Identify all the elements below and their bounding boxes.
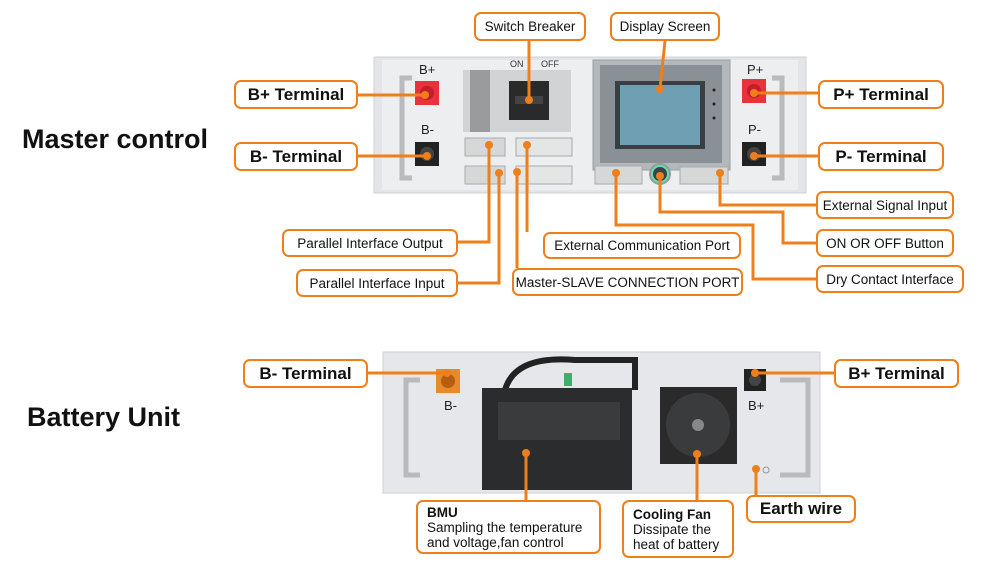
b-minus-marking: B- [421,122,434,137]
label-parallel-interface-input: Parallel Interface Input [296,269,458,297]
label-battery-b-minus-terminal: B- Terminal [243,359,368,388]
right-handle [772,75,785,181]
leader-dots [421,85,760,473]
off-marking: OFF [541,59,559,69]
label-battery-b-plus-terminal: B+ Terminal [834,359,959,388]
label-bmu: BMU Sampling the temperature and voltage… [416,500,601,554]
battery-b-minus-marking: B- [444,398,457,413]
section-title-battery: Battery Unit [27,402,181,432]
battery-unit [382,351,821,494]
section-title-master: Master control [22,124,209,154]
parallel-port-top [464,137,506,157]
battery-b-plus-marking: B+ [748,398,765,413]
comm-port-bottom [515,165,573,185]
bmu-desc-line1: Sampling the temperature [427,519,583,535]
label-switch-breaker: Switch Breaker [474,12,586,41]
label-on-off-button: ON OR OFF Button [816,229,954,257]
b-plus-marking: B+ [419,62,436,77]
fan-desc-line1: Dissipate the [633,521,712,537]
leader-lines [358,40,834,500]
right-handle [780,377,811,478]
label-dry-contact-interface: Dry Contact Interface [816,265,964,293]
bmu-desc-line2: and voltage,fan control [427,534,564,550]
fan-desc-line2: heat of battery [633,536,720,552]
label-earth-wire: Earth wire [746,495,856,523]
fan-title: Cooling Fan [633,506,711,522]
label-p-plus-terminal: P+ Terminal [818,80,944,109]
label-display-screen: Display Screen [610,12,720,41]
label-p-minus-terminal: P- Terminal [818,142,944,171]
p-minus-marking: P- [748,122,761,137]
left-handle [403,377,420,478]
on-marking: ON [510,59,524,69]
p-plus-marking: P+ [747,62,764,77]
bmu-title: BMU [427,504,458,520]
label-b-plus-terminal: B+ Terminal [234,80,358,109]
display-screen [620,85,700,145]
label-cooling-fan: Cooling Fan Dissipate the heat of batter… [622,500,734,558]
label-external-communication-port: External Communication Port [543,232,741,259]
left-handle [399,75,412,181]
label-parallel-interface-output: Parallel Interface Output [282,229,458,257]
label-external-signal-input: External Signal Input [816,191,954,219]
master-control-unit [373,56,807,194]
label-b-minus-terminal: B- Terminal [234,142,358,171]
signal-input-port [679,166,729,185]
parallel-port-bottom [464,165,506,185]
label-master-slave-port: Master-SLAVE CONNECTION PORT [512,268,743,296]
